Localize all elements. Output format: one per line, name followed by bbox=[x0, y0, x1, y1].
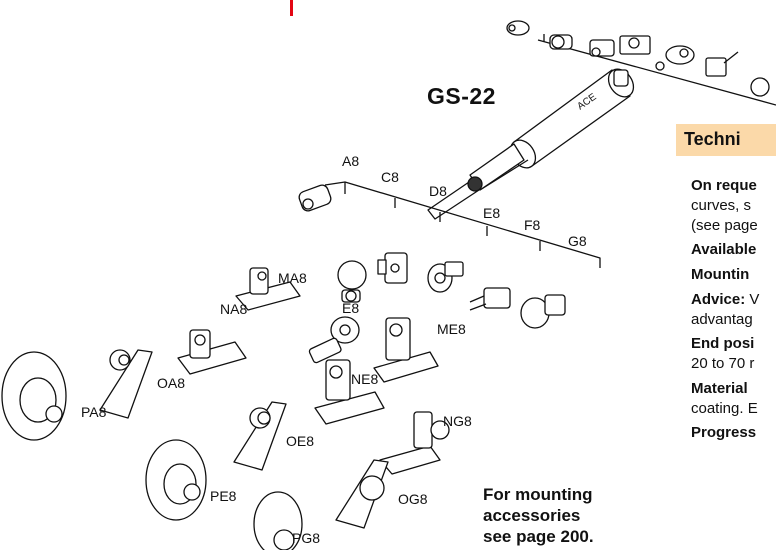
label-c8: C8 bbox=[381, 169, 399, 185]
end-position-label: End posi bbox=[691, 335, 755, 352]
label-pg8: PG8 bbox=[292, 530, 321, 546]
label-e8-eye: E8 bbox=[342, 300, 360, 316]
label-ne8: NE8 bbox=[351, 371, 379, 387]
advice-line-2: advantag bbox=[691, 311, 753, 328]
e8-eye-part bbox=[308, 316, 360, 364]
technical-data-heading: Techni bbox=[676, 124, 776, 156]
rack-lines bbox=[324, 181, 601, 268]
on-request-line-3: (see page bbox=[691, 217, 758, 234]
label-d8: D8 bbox=[429, 183, 447, 199]
gas-spring-gs22: ACE bbox=[427, 68, 635, 220]
mounting-note: For mounting accessories see page 200. bbox=[483, 484, 594, 547]
mounting-note-line-3: see page 200. bbox=[483, 527, 594, 546]
label-pe8: PE8 bbox=[210, 488, 237, 504]
label-ng8: NG8 bbox=[443, 413, 472, 429]
label-f8: F8 bbox=[524, 217, 541, 233]
pa8-plate bbox=[1, 351, 67, 441]
d8-part bbox=[377, 252, 408, 284]
ne8-bracket bbox=[314, 359, 385, 425]
pg8-plate bbox=[253, 491, 303, 550]
label-me8: ME8 bbox=[437, 321, 466, 337]
progressive-label: Progress bbox=[691, 424, 757, 441]
advice-label: Advice: bbox=[691, 291, 746, 308]
oa8-plate bbox=[99, 349, 153, 419]
label-na8: NA8 bbox=[220, 301, 248, 317]
label-g8: G8 bbox=[568, 233, 587, 249]
ng8-bracket bbox=[379, 411, 450, 475]
available-label: Available bbox=[691, 241, 757, 258]
pe8-plate bbox=[145, 439, 207, 521]
label-og8: OG8 bbox=[398, 491, 428, 507]
on-request-line-2: curves, s bbox=[691, 197, 752, 214]
label-pa8: PA8 bbox=[81, 404, 107, 420]
mounting-note-line-2: accessories bbox=[483, 506, 581, 525]
on-request-label: On reque bbox=[691, 177, 757, 194]
ma8-bracket bbox=[235, 267, 301, 311]
label-e8-rod: E8 bbox=[483, 205, 501, 221]
label-ma8: MA8 bbox=[278, 270, 307, 286]
oe8-plate bbox=[233, 401, 287, 471]
advice-text: V bbox=[745, 291, 760, 308]
technical-data-heading-text: Techni bbox=[684, 129, 741, 149]
me8-bracket bbox=[373, 317, 439, 383]
g8-part bbox=[520, 294, 566, 329]
mounting-label: Mountin bbox=[691, 266, 750, 283]
label-a8: A8 bbox=[342, 153, 360, 169]
red-margin-mark bbox=[290, 0, 293, 16]
a8-part bbox=[298, 184, 332, 212]
na8-bracket bbox=[177, 329, 247, 375]
f8-part bbox=[469, 287, 511, 311]
label-oa8: OA8 bbox=[157, 375, 186, 391]
c8-part bbox=[337, 260, 367, 303]
end-position-line-2: 20 to 70 r bbox=[691, 355, 755, 372]
top-accessory-row bbox=[506, 20, 776, 106]
label-oe8: OE8 bbox=[286, 433, 315, 449]
material-label: Material bbox=[691, 380, 748, 397]
product-title: GS-22 bbox=[427, 83, 496, 109]
advice-line-1: Advice: V bbox=[691, 290, 759, 310]
e8-rod-part bbox=[427, 261, 464, 293]
material-line-2: coating. E bbox=[691, 400, 758, 417]
mounting-note-line-1: For mounting bbox=[483, 485, 593, 504]
og8-plate bbox=[335, 459, 389, 529]
